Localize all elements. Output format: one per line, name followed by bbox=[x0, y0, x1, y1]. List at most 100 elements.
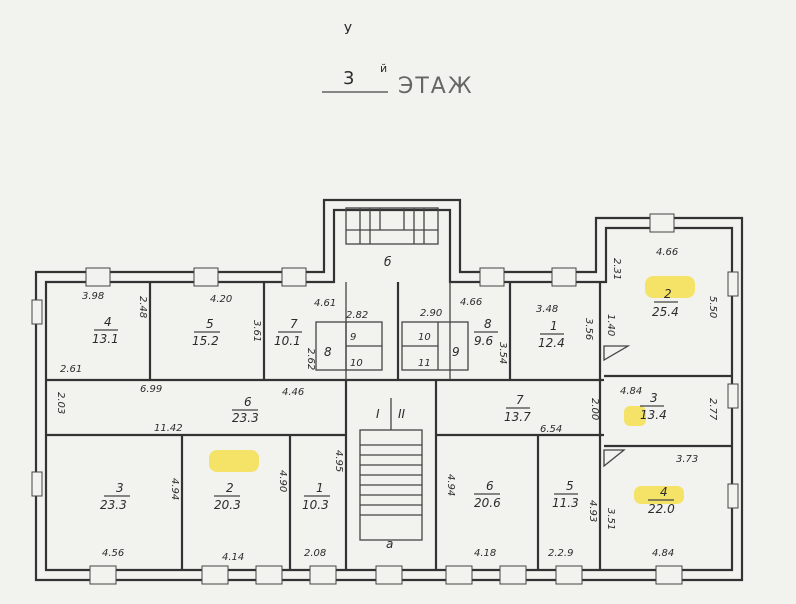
room-number: 5 bbox=[206, 317, 214, 331]
room-number: 5 bbox=[566, 479, 574, 493]
dim-label: 2.31 bbox=[611, 258, 622, 280]
room-3-right: 3 13.4 bbox=[640, 391, 667, 422]
room-number: 3 bbox=[116, 481, 124, 495]
dim-label: 2.61 bbox=[60, 364, 82, 375]
room-6-bottom: 6 20.6 bbox=[474, 479, 501, 510]
room-area: 23.3 bbox=[100, 498, 127, 512]
room-area: 22.0 bbox=[648, 502, 675, 516]
dim-label: 4.93 bbox=[587, 500, 598, 522]
dim-label: 2.48 bbox=[137, 296, 148, 318]
room-area: 25.4 bbox=[652, 305, 679, 319]
room-10-left: 10 bbox=[350, 358, 363, 369]
dim-label: 4.84 bbox=[652, 548, 674, 559]
room-6-corridor: 6 23.3 bbox=[232, 395, 259, 425]
room-number: 1 bbox=[316, 481, 324, 495]
dim-label: 4.94 bbox=[169, 478, 180, 500]
dimension-labels: 3.98 2.48 4.20 3.61 4.61 2.62 2.82 2.90 … bbox=[55, 247, 718, 563]
roman-label-2: II bbox=[398, 407, 406, 421]
room-area: 10.1 bbox=[274, 334, 301, 348]
dim-label: 4.56 bbox=[102, 548, 124, 559]
room-number: 4 bbox=[104, 315, 112, 329]
top-mark: У bbox=[344, 23, 352, 38]
dim-label: 1.40 bbox=[605, 314, 616, 336]
room-9-right: 9 bbox=[452, 345, 460, 359]
dim-label: 4.94 bbox=[445, 474, 456, 496]
room-1-bottom: 1 10.3 bbox=[302, 481, 330, 512]
room-10-right: 10 bbox=[418, 332, 431, 343]
dim-label: 3.48 bbox=[536, 304, 558, 315]
floor-suffix: й bbox=[380, 62, 387, 75]
dim-label: 4.66 bbox=[460, 297, 482, 308]
room-area: 9.6 bbox=[474, 334, 493, 348]
dim-label: 3.56 bbox=[583, 318, 594, 340]
dim-label: 4.46 bbox=[282, 387, 304, 398]
room-number: 3 bbox=[650, 391, 658, 405]
highlight-room-3-right bbox=[624, 406, 646, 426]
dim-label: 2.82 bbox=[346, 310, 368, 321]
room-area: 12.4 bbox=[538, 336, 565, 350]
dim-label: 4.90 bbox=[277, 470, 288, 492]
floor-title: ЭТАЖ bbox=[398, 74, 474, 99]
dim-label: 3.73 bbox=[676, 454, 698, 465]
room-number: 2 bbox=[664, 287, 672, 301]
room-8-left: 8 bbox=[324, 345, 332, 359]
dim-label: 4.14 bbox=[222, 552, 244, 563]
room-3-bottom: 3 23.3 bbox=[100, 481, 130, 512]
dim-label: 2.03 bbox=[55, 392, 66, 414]
dim-label: 3.61 bbox=[251, 320, 262, 342]
room-1-right-top: 1 12.4 bbox=[538, 319, 565, 350]
room-number: 6 bbox=[486, 479, 494, 493]
dim-label: 2.00 bbox=[589, 398, 600, 420]
room-11-right: 11 bbox=[418, 358, 431, 369]
floor-number: 3 bbox=[343, 68, 354, 89]
room-8-right: 8 9.6 bbox=[474, 317, 498, 348]
dim-label: 2.90 bbox=[420, 308, 442, 319]
dim-label: 3.98 bbox=[82, 291, 104, 302]
room-area: 23.3 bbox=[232, 411, 259, 425]
dim-label: 4.66 bbox=[656, 247, 678, 258]
room-4-bottom-right: 4 22.0 bbox=[648, 485, 675, 516]
room-number: 4 bbox=[660, 485, 668, 499]
room-number: 2 bbox=[226, 481, 234, 495]
dim-label: 11.42 bbox=[154, 423, 183, 434]
windows bbox=[31, 213, 739, 585]
room-5-left: 5 15.2 bbox=[192, 317, 220, 348]
room-4-left: 4 13.1 bbox=[92, 315, 119, 346]
stair-tower bbox=[345, 207, 439, 245]
room-area: 13.7 bbox=[504, 410, 531, 424]
stair-label-bottom: а bbox=[386, 537, 393, 551]
central-staircase bbox=[359, 398, 423, 541]
room-number: 7 bbox=[516, 393, 524, 407]
room-2-bottom: 2 20.3 bbox=[214, 481, 241, 512]
dim-label: 2.08 bbox=[304, 548, 326, 559]
dim-label: 4.20 bbox=[210, 294, 232, 305]
highlight-room-2-left bbox=[209, 450, 259, 472]
room-7-left: 7 10.1 bbox=[274, 317, 302, 348]
room-2-right: 2 25.4 bbox=[652, 287, 679, 319]
dim-label: 4.61 bbox=[314, 298, 336, 309]
room-number: 6 bbox=[244, 395, 252, 409]
room-area: 13.1 bbox=[92, 332, 119, 346]
dim-label: 6.99 bbox=[140, 384, 162, 395]
roman-label-1: I bbox=[376, 407, 380, 421]
dim-label: 2.77 bbox=[707, 398, 718, 421]
dim-label: 2.2.9 bbox=[548, 548, 573, 559]
dim-label: 5.50 bbox=[707, 296, 718, 318]
highlight-room-2-right bbox=[645, 276, 695, 298]
room-area: 15.2 bbox=[192, 334, 219, 348]
room-7-corridor: 7 13.7 bbox=[504, 393, 531, 424]
dim-label: 4.84 bbox=[620, 386, 642, 397]
room-area: 10.3 bbox=[302, 498, 329, 512]
stair-label-top: б bbox=[384, 255, 392, 269]
dim-label: 3.51 bbox=[605, 508, 616, 530]
room-number: 1 bbox=[550, 319, 558, 333]
dim-label: 6.54 bbox=[540, 424, 562, 435]
room-area: 20.3 bbox=[214, 498, 241, 512]
dim-label: 4.18 bbox=[474, 548, 496, 559]
room-number: 8 bbox=[484, 317, 492, 331]
room-area: 13.4 bbox=[640, 408, 667, 422]
dim-label: 2.62 bbox=[305, 348, 316, 370]
interior-walls bbox=[46, 282, 732, 570]
dim-label: 4.95 bbox=[333, 450, 344, 472]
